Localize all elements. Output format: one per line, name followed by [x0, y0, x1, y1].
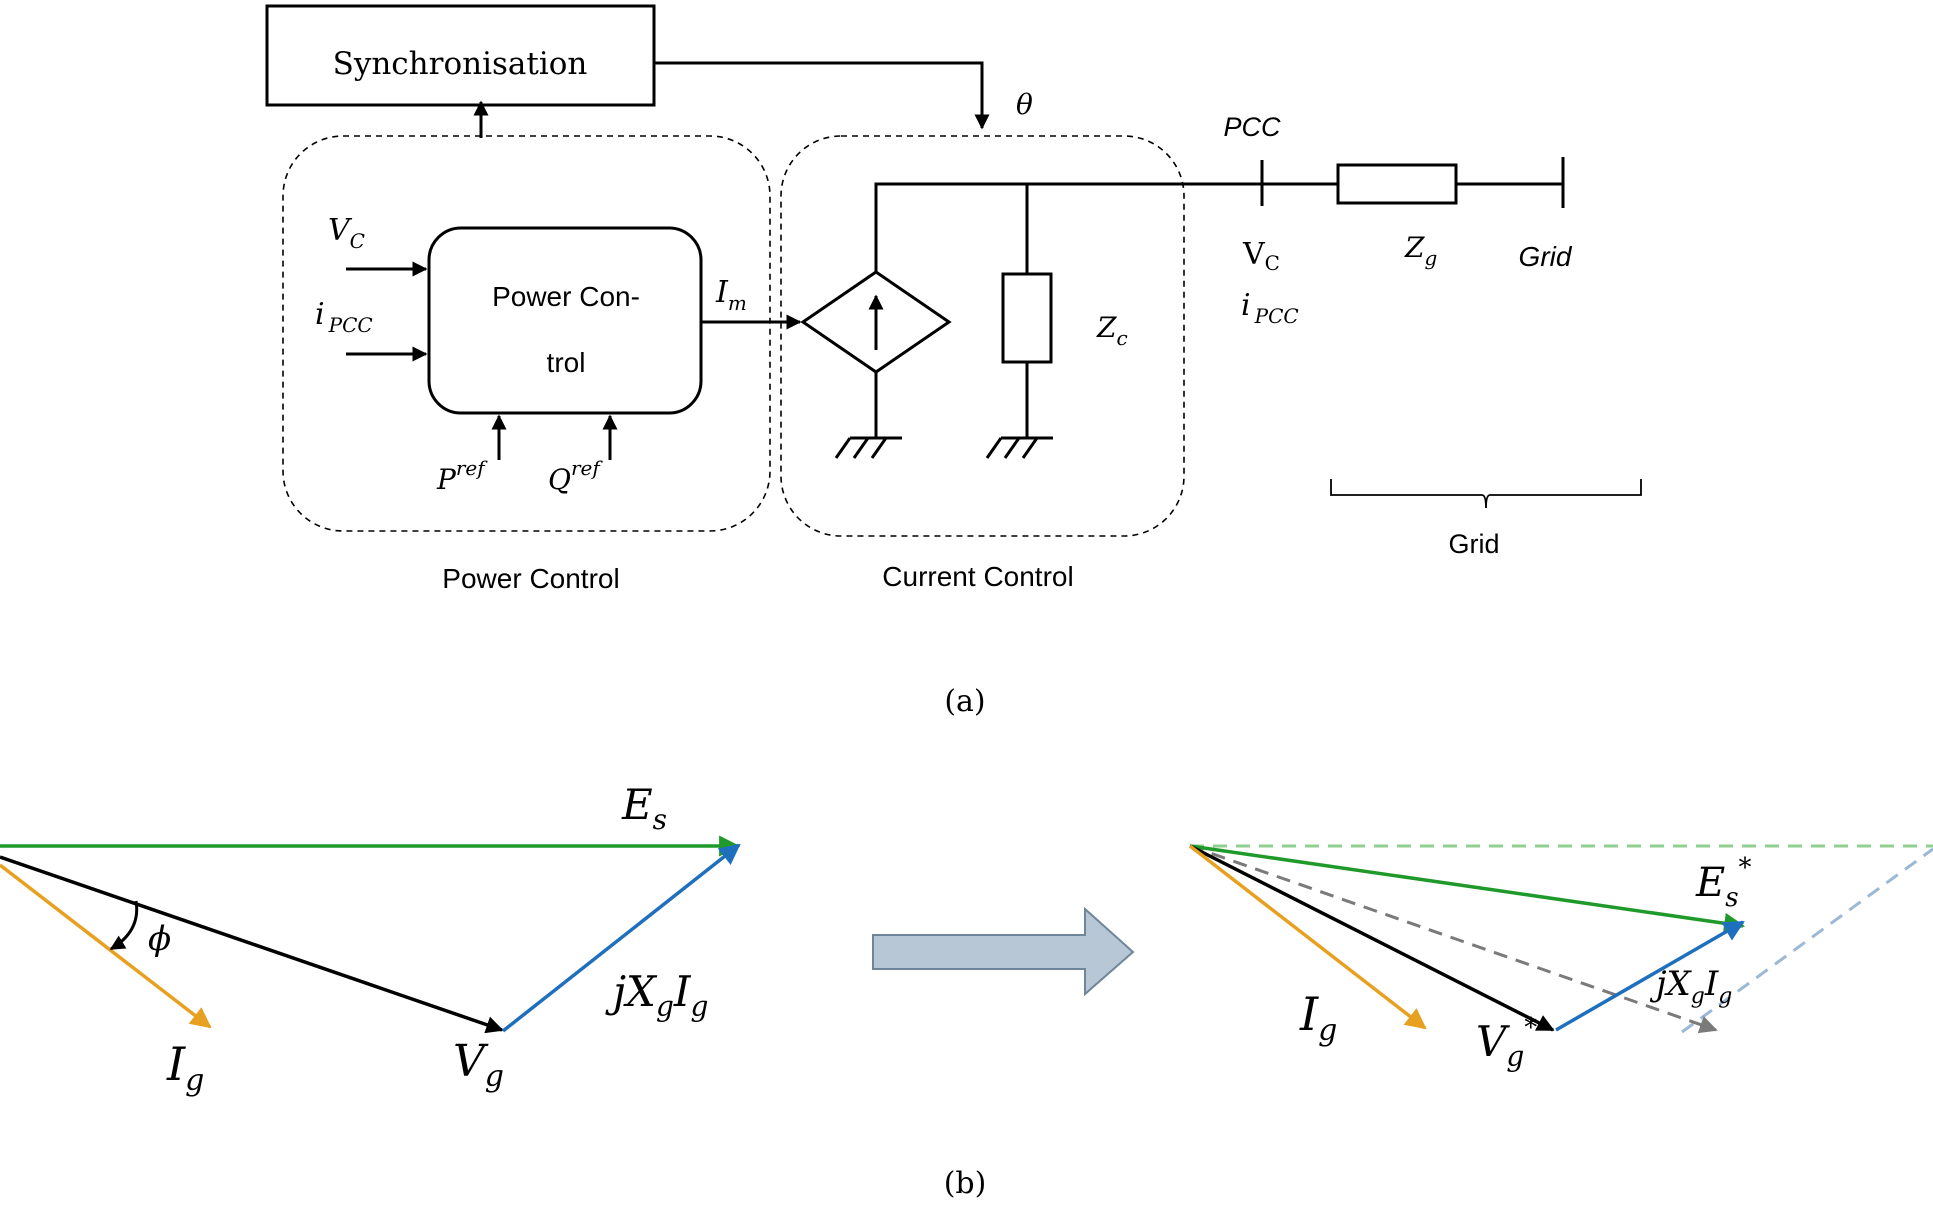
grid-node-label: Grid	[1519, 241, 1573, 272]
qref-sup: ref	[571, 456, 603, 480]
es-star-sub: s	[1725, 883, 1738, 913]
ig2-label: Ig	[1299, 987, 1337, 1048]
ig-letter: I	[166, 1037, 186, 1091]
vc-pcc-label: VC	[1242, 237, 1280, 275]
es-letter: E	[621, 780, 653, 829]
ground-symbol-1	[834, 436, 902, 459]
ipcc-pcc-sub: PCC	[1254, 304, 1299, 328]
vg-star-label: Vg*	[1476, 1013, 1537, 1073]
jxgig-label: jXgIg	[605, 967, 708, 1023]
current-control-group	[780, 135, 1185, 537]
zc-letter: Z	[1096, 311, 1117, 344]
jxgig2-vector	[1555, 920, 1745, 1032]
jxgig-sub1: g	[656, 990, 674, 1023]
power-control-block-line2: trol	[547, 347, 586, 378]
ipcc-pcc-letter: i	[1241, 288, 1251, 323]
es-star-letter: E	[1695, 860, 1725, 906]
es-label: Es	[621, 780, 667, 836]
ipcc-input-sub: PCC	[328, 313, 373, 337]
old-vg-dashed	[1189, 844, 1718, 1034]
grid-brace	[1330, 479, 1642, 509]
vc-input-letter: V	[328, 213, 353, 248]
vg-star-letter: V	[1476, 1017, 1510, 1066]
ig-sub: g	[185, 1063, 204, 1098]
es-star-label: Es*	[1695, 853, 1752, 913]
ground-symbol-2	[985, 436, 1053, 459]
vc-input-sub: C	[350, 229, 365, 253]
zg-sub: g	[1424, 246, 1437, 270]
pcc-label: PCC	[1223, 112, 1281, 142]
jxgig2-sub2: g	[1718, 984, 1732, 1009]
grid-brace-label: Grid	[1448, 529, 1499, 559]
jxgig2-i: I	[1704, 964, 1719, 1004]
phi-arc	[109, 900, 139, 951]
jxgig-jx: jX	[605, 967, 658, 1016]
bus-line	[874, 182, 1338, 272]
ig2-vector	[1188, 844, 1427, 1030]
transition-arrow	[872, 906, 1135, 997]
es-star-mark: *	[1739, 853, 1752, 883]
power-control-block	[427, 226, 703, 415]
zc-sub: c	[1116, 326, 1127, 350]
zc-impedance	[1001, 272, 1053, 364]
qref-label: Qref	[548, 456, 603, 496]
jxgig-i: I	[673, 967, 692, 1016]
ig2-letter: I	[1299, 987, 1319, 1041]
theta-label: θ	[1016, 88, 1033, 121]
caption-b: (b)	[944, 1166, 987, 1201]
zc-label: Zc	[1096, 311, 1128, 350]
vg-letter: V	[453, 1036, 489, 1087]
synchronisation-block	[265, 4, 656, 107]
jxgig2-jx: jX	[1649, 964, 1693, 1004]
synchronisation-label: Synchronisation	[333, 46, 588, 82]
power-control-group-label: Power Control	[442, 563, 619, 594]
old-jxgig-dashed	[1681, 847, 1933, 1034]
im-label: Im	[715, 275, 747, 315]
jxgig2-sub1: g	[1691, 984, 1705, 1009]
vc-pcc-sub: C	[1265, 251, 1280, 275]
vc-input-label: VC	[328, 213, 365, 253]
jxgig-vector	[501, 843, 741, 1033]
jxgig2-label: jXgIg	[1649, 964, 1732, 1009]
zg-label: Zg	[1404, 231, 1437, 270]
im-letter: I	[715, 275, 729, 310]
pref-label: Pref	[436, 456, 488, 496]
ig-vector	[0, 863, 212, 1029]
es-sub: s	[653, 803, 667, 836]
ig2-sub: g	[1318, 1013, 1337, 1048]
zg-letter: Z	[1404, 231, 1425, 264]
part-b-phasors: Es ϕ Ig Vg jXgIg Es* Ig Vg* jX	[0, 780, 1933, 1201]
power-control-group	[282, 135, 771, 532]
vg-label: Vg	[453, 1036, 504, 1094]
sync-to-theta-line	[654, 61, 990, 130]
vg-star-sub: g	[1506, 1040, 1524, 1073]
pref-sup: ref	[456, 456, 488, 480]
ipcc-input-letter: i	[315, 297, 325, 332]
zg-impedance	[1336, 163, 1458, 205]
vg-star-vector	[1189, 844, 1555, 1032]
vg-star-mark: *	[1524, 1013, 1537, 1043]
jxgig-sub2: g	[690, 990, 708, 1023]
caption-a: (a)	[944, 684, 985, 719]
current-control-group-label: Current Control	[882, 561, 1073, 592]
es-star-vector	[1189, 844, 1746, 934]
vc-pcc-letter: V	[1242, 237, 1266, 272]
phi-label: ϕ	[148, 919, 171, 959]
ig-label: Ig	[166, 1037, 204, 1098]
vg-vector	[0, 855, 504, 1034]
pref-letter: P	[436, 463, 457, 496]
power-control-block-line1: Power Con-	[492, 281, 640, 312]
vg-sub: g	[485, 1059, 504, 1094]
qref-letter: Q	[548, 463, 571, 496]
im-sub: m	[728, 291, 747, 315]
